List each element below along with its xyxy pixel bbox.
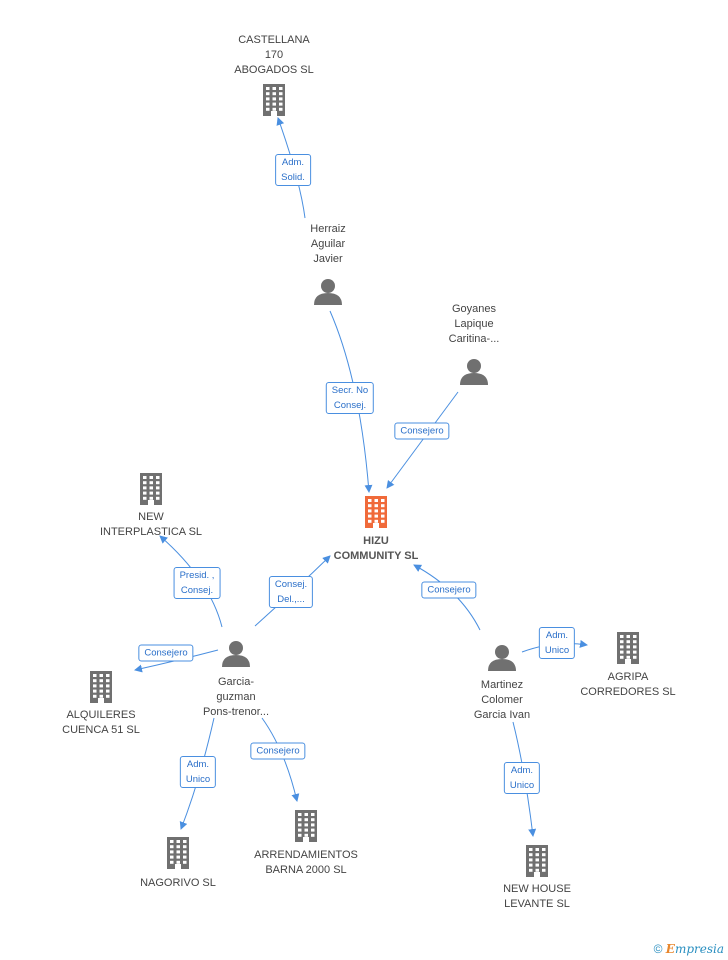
building-icon[interactable] xyxy=(167,837,189,869)
building-icon[interactable] xyxy=(365,496,387,528)
building-icon[interactable] xyxy=(90,671,112,703)
node-label-alquileres[interactable]: ALQUILERES CUENCA 51 SL xyxy=(26,708,176,738)
node-label-nagorivo[interactable]: NAGORIVO SL xyxy=(103,876,253,891)
node-label-line: Aguilar xyxy=(310,238,346,250)
edge-label-line: Adm. xyxy=(281,157,305,168)
edge-label-herraiz-to-hizu[interactable]: Secr. No Consej. xyxy=(325,382,375,414)
node-label-line: Martinez xyxy=(480,679,524,691)
node-label-new-interplastica[interactable]: NEW INTERPLASTICA SL xyxy=(76,510,226,540)
node-label-line: guzman xyxy=(216,691,256,703)
node-label-line: NEW xyxy=(138,511,164,523)
edge-label-line: Secr. No xyxy=(331,385,369,396)
node-label-line: BARNA 2000 SL xyxy=(265,864,347,876)
node-label-line: Herraiz xyxy=(310,223,346,235)
edge-label-herraiz-to-castellana[interactable]: Adm. Solid. xyxy=(275,154,311,186)
edge-label-line: Adm. xyxy=(545,630,569,641)
copyright-symbol: © xyxy=(653,942,663,956)
edge-label-garcia-to-alquileres[interactable]: Consejero xyxy=(138,644,194,662)
node-label-line: CORREDORES SL xyxy=(580,686,676,698)
node-label-line: NEW HOUSE xyxy=(503,883,571,895)
node-label-line: Goyanes xyxy=(451,303,497,315)
edge-label-line: Unico xyxy=(544,645,570,656)
edge-label-martinez-to-new_house[interactable]: Adm. Unico xyxy=(503,762,541,794)
edge-label-line: Consejero xyxy=(256,745,300,757)
edge-label-line: Adm. xyxy=(510,765,534,776)
building-icon[interactable] xyxy=(526,845,548,877)
node-label-line: CUENCA 51 SL xyxy=(62,724,140,736)
person-icon[interactable] xyxy=(222,641,250,667)
node-label-line: Javier xyxy=(313,253,343,265)
edge-label-garcia-to-new_interplastica[interactable]: Presid. , Consej. xyxy=(173,567,221,599)
edge-label-line: Consejero xyxy=(427,584,471,596)
node-label-line: Caritina-... xyxy=(448,333,500,345)
node-label-line: Colomer xyxy=(481,694,523,706)
node-label-new-house[interactable]: NEW HOUSE LEVANTE SL xyxy=(462,882,612,912)
node-label-line: ABOGADOS SL xyxy=(234,64,314,76)
node-label-agripa[interactable]: AGRIPA CORREDORES SL xyxy=(553,670,703,700)
node-label-line: Pons-trenor... xyxy=(202,706,270,718)
edge-label-line: Del.,... xyxy=(277,594,305,605)
node-label-line: Lapique xyxy=(454,318,494,330)
person-icon[interactable] xyxy=(488,645,516,671)
node-label-line: Garcia Ivan xyxy=(473,709,531,721)
edge-label-line: Consej. xyxy=(274,579,308,590)
edge-label-line: Consej. xyxy=(180,585,214,596)
node-label-line: LEVANTE SL xyxy=(504,898,570,910)
edge-label-line: Presid. , xyxy=(179,570,215,581)
node-label-line: AGRIPA xyxy=(607,671,649,683)
node-label-arrendamientos[interactable]: ARRENDAMIENTOS BARNA 2000 SL xyxy=(231,848,381,878)
edge-label-martinez-to-hizu[interactable]: Consejero xyxy=(421,581,477,599)
edge-label-line: Consej. xyxy=(333,400,367,411)
edge-label-garcia-to-arrendamientos[interactable]: Consejero xyxy=(250,742,306,760)
edge-label-martinez-to-agripa[interactable]: Adm. Unico xyxy=(538,627,576,659)
node-label-line: HIZU xyxy=(363,535,389,547)
node-label-line: CASTELLANA xyxy=(238,34,310,46)
node-label-hizu[interactable]: HIZU COMMUNITY SL xyxy=(301,534,451,564)
edge-label-goyanes-to-hizu[interactable]: Consejero xyxy=(394,422,450,440)
edge-label-garcia-to-nagorivo[interactable]: Adm. Unico xyxy=(179,756,217,788)
node-label-line: Garcia- xyxy=(217,676,255,688)
edge-label-line: Solid. xyxy=(281,172,305,183)
node-label-line: 170 xyxy=(264,49,284,61)
edge-garcia-to-arrendamientos xyxy=(261,717,300,802)
edge-goyanes-to-hizu xyxy=(386,391,459,489)
node-label-line: COMMUNITY SL xyxy=(333,550,419,562)
edge-label-line: Consejero xyxy=(144,647,188,659)
edge-label-line: Adm. xyxy=(186,759,210,770)
person-icon[interactable] xyxy=(314,279,342,305)
node-label-line: INTERPLASTICA SL xyxy=(99,526,203,538)
node-label-line: NAGORIVO SL xyxy=(140,877,216,889)
edge-label-line: Consejero xyxy=(400,425,444,437)
person-icon[interactable] xyxy=(460,359,488,385)
edge-label-line: Unico xyxy=(185,774,211,785)
building-icon[interactable] xyxy=(263,84,285,116)
brand-name: Empresia xyxy=(665,942,724,956)
node-label-line: ALQUILERES xyxy=(66,709,136,721)
edge-label-line: Unico xyxy=(509,780,535,791)
building-icon[interactable] xyxy=(617,632,639,664)
building-icon[interactable] xyxy=(140,473,162,505)
node-label-line: ARRENDAMIENTOS xyxy=(254,849,358,861)
edge-label-garcia-to-hizu[interactable]: Consej. Del.,... xyxy=(268,576,314,608)
empresia-watermark: © Empresia xyxy=(654,942,724,956)
building-icon[interactable] xyxy=(295,810,317,842)
